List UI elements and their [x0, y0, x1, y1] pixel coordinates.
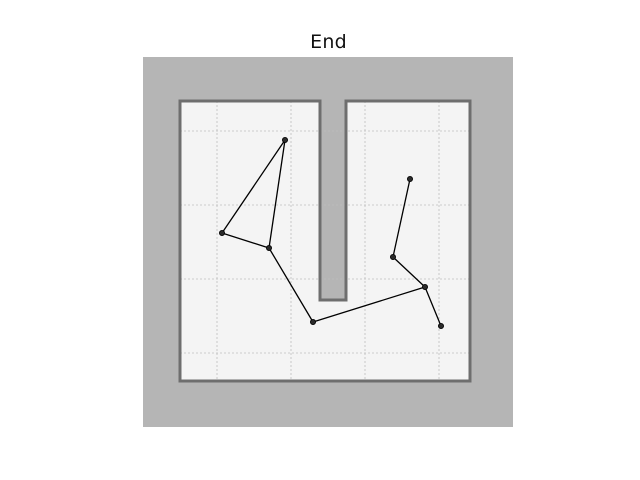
floor-area: [180, 101, 470, 381]
node-layer: [218, 136, 444, 329]
path-node-7: [389, 253, 396, 260]
path-node-8: [406, 175, 413, 182]
grid-lines: [180, 101, 470, 381]
maze-wall: [178, 99, 472, 383]
path-node-6: [437, 322, 444, 329]
plot-title: End: [310, 31, 347, 53]
path-node-5: [421, 283, 428, 290]
path-node-4: [309, 318, 316, 325]
path-node-1: [281, 136, 288, 143]
path-segment-1: [221, 139, 286, 249]
path-segment-2: [268, 247, 442, 327]
path-node-2: [218, 229, 225, 236]
path-node-3: [265, 244, 272, 251]
